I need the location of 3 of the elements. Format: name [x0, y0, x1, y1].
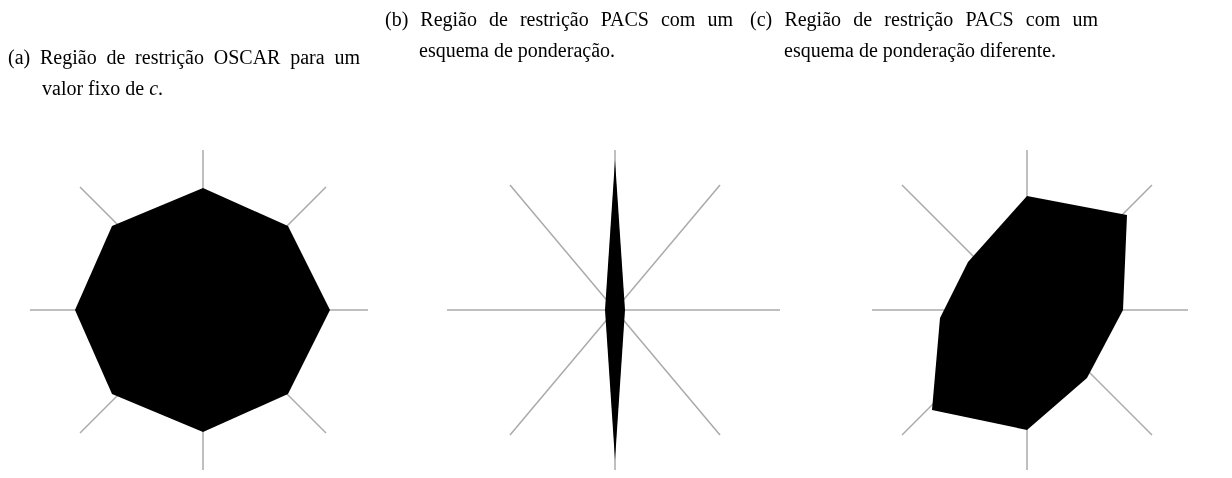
- figure-caption: (b) Região de restrição PACS com um esquema de ponderação.: [385, 7, 733, 64]
- figure-caption: (a) Região de restrição OSCAR para um valor fixo de c.: [8, 45, 360, 101]
- figure-caption: (c) Região de restrição PACS com um esquema de ponderação diferente.: [750, 7, 1098, 64]
